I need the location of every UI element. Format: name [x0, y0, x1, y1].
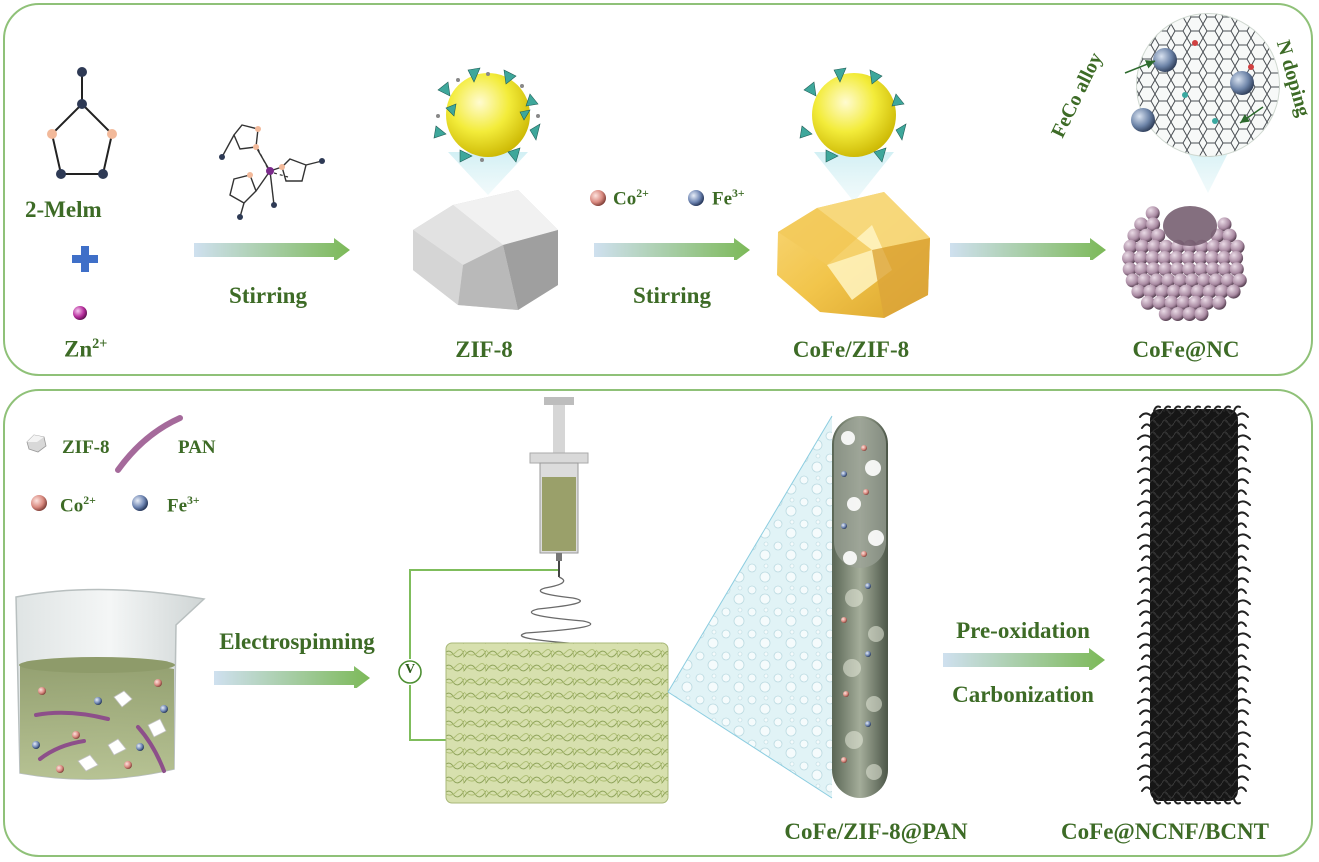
step1-label: Stirring	[229, 283, 307, 308]
voltage-symbol: V	[405, 662, 416, 677]
legend-zif8-label: ZIF-8	[62, 437, 110, 458]
cofe-nc-label: CoFe@NC	[1132, 337, 1240, 362]
plus-icon	[72, 246, 98, 272]
stirring-arrow-2	[594, 238, 750, 260]
cofe-zif8-structure-ball	[799, 67, 907, 202]
fiber-zoom-view	[667, 415, 888, 799]
legend-fe-sphere-icon	[132, 495, 148, 511]
legend-co-label: Co2+	[60, 494, 96, 517]
legend-pan-label: PAN	[178, 437, 216, 458]
synthesis-panel-top	[3, 3, 1313, 376]
ligand-label: 2-Melm	[25, 197, 102, 222]
electrospinning-arrow	[214, 666, 370, 688]
legend-co-sphere-icon	[31, 495, 47, 511]
zif8-structure-ball	[433, 67, 541, 195]
zn-imidazole-coordination-sketch	[219, 124, 325, 220]
cofe-zif8-label: CoFe/ZIF-8	[792, 337, 910, 362]
syringe	[529, 397, 589, 577]
legend-fe-label: Fe3+	[167, 494, 200, 517]
final-product-label: CoFe@NCNF/BCNT	[1061, 819, 1269, 844]
carbonization-label: Carbonization	[952, 682, 1094, 707]
zif8-label: ZIF-8	[455, 337, 513, 362]
zif8-crystal	[413, 67, 558, 310]
calcination-arrow	[943, 648, 1105, 670]
electrospinning-setup	[398, 397, 669, 804]
zn-label: Zn2+	[64, 336, 108, 362]
precursor-beaker	[15, 588, 206, 780]
zn-sphere-icon	[73, 306, 87, 320]
feco-alloy-particle	[1153, 48, 1177, 72]
preoxidation-label: Pre-oxidation	[956, 618, 1090, 643]
cofe-nc-particle	[1122, 206, 1247, 321]
fiber-label: CoFe/ZIF-8@PAN	[784, 819, 968, 844]
cofe-zif8-crystal	[777, 67, 930, 318]
cofe-nc-zoom-view	[1124, 13, 1280, 193]
pyrolysis-arrow	[950, 238, 1106, 260]
cofe-ncnf-bcnt-fiber	[1137, 405, 1251, 805]
electrospinning-label: Electrospinning	[219, 629, 375, 654]
pan-legend-icon	[115, 415, 183, 473]
co-ion-label: Co2+	[613, 187, 649, 210]
zif8-legend-icon	[26, 434, 47, 453]
2-meim-molecule	[47, 67, 117, 179]
step2-label: Stirring	[633, 283, 711, 308]
fe-ion-label: Fe3+	[712, 187, 745, 210]
fe-sphere-icon	[688, 190, 704, 206]
nanofiber-mat	[446, 643, 668, 803]
co-sphere-icon	[590, 190, 606, 206]
stirring-arrow-1	[194, 238, 350, 260]
